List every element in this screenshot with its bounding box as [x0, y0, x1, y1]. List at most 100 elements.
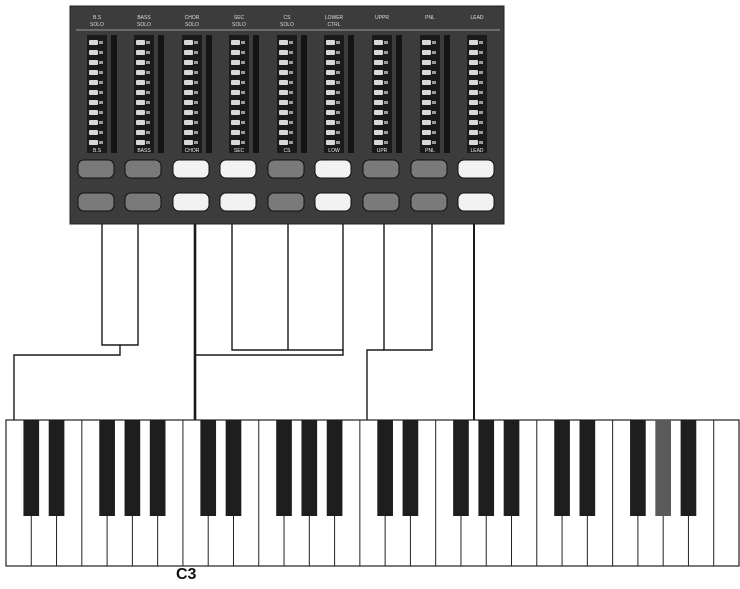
slider-tick	[184, 140, 193, 145]
strip-separator	[158, 35, 164, 153]
slider-tick-mark	[432, 101, 436, 104]
black-key	[200, 420, 217, 516]
slider-tick	[326, 70, 335, 75]
slider-tick-mark	[146, 91, 150, 94]
slider-tick	[326, 140, 335, 145]
panel-strip: PNL PNL	[410, 15, 450, 212]
slider-tick-mark	[336, 131, 340, 134]
slider-tick	[374, 40, 383, 45]
slider-tick-mark	[384, 91, 388, 94]
slider-tick	[89, 40, 98, 45]
strip-separator	[206, 35, 212, 153]
slider-tick	[422, 130, 431, 135]
slider-tick-mark	[432, 121, 436, 124]
slider-tick-mark	[146, 41, 150, 44]
slider-tick	[184, 110, 193, 115]
slider-tick	[89, 100, 98, 105]
led-button-upper	[77, 159, 115, 179]
slider-tick	[231, 90, 240, 95]
c3-note-label: C3	[176, 566, 197, 583]
slider-tick-mark	[432, 111, 436, 114]
slider-tick	[422, 90, 431, 95]
strip-foot-label: CHOR	[185, 148, 200, 154]
slider-tick	[374, 50, 383, 55]
slider-tick-mark	[241, 111, 245, 114]
strip-foot-label: LEAD	[470, 148, 483, 154]
slider-tick	[279, 110, 288, 115]
slider-tick-mark	[289, 51, 293, 54]
strip-separator	[301, 35, 307, 153]
slider-tick-mark	[432, 141, 436, 144]
slider-tick	[422, 50, 431, 55]
strip-top-label: B.S	[93, 15, 102, 21]
slider-tick-mark	[194, 41, 198, 44]
slider-tick-mark	[384, 121, 388, 124]
strip-top-sublabel: CTRL	[327, 22, 340, 28]
slider-tick	[469, 40, 478, 45]
strip-foot-label: B.S	[93, 148, 102, 154]
led-button-upper	[219, 159, 257, 179]
strip-top-sublabel: SOLO	[280, 22, 294, 28]
led-button-lower	[172, 192, 210, 212]
strip-separator	[444, 35, 450, 153]
slider-tick-mark	[432, 61, 436, 64]
strip-top-sublabel: SOLO	[232, 22, 246, 28]
slider-tick	[469, 140, 478, 145]
slider-tick	[469, 120, 478, 125]
slider-tick	[184, 100, 193, 105]
slider-tick	[326, 60, 335, 65]
slider-tick-mark	[99, 71, 103, 74]
slider-tick-mark	[99, 101, 103, 104]
slider-tick	[136, 90, 145, 95]
strip-separator	[396, 35, 402, 153]
slider-tick-mark	[336, 41, 340, 44]
black-key	[478, 420, 495, 516]
slider-tick-mark	[384, 141, 388, 144]
strip-top-label: CS	[284, 15, 292, 21]
slider-tick-mark	[241, 131, 245, 134]
slider-tick-mark	[384, 111, 388, 114]
slider-tick	[326, 40, 335, 45]
slider-tick-mark	[479, 51, 483, 54]
strip-top-sublabel: SOLO	[185, 22, 199, 28]
slider-tick	[279, 80, 288, 85]
slider-tick-mark	[146, 131, 150, 134]
slider-tick-mark	[241, 61, 245, 64]
slider-tick	[184, 130, 193, 135]
slider-tick	[89, 90, 98, 95]
slider-tick	[469, 130, 478, 135]
slider-tick	[374, 100, 383, 105]
slider-tick	[231, 50, 240, 55]
slider-tick	[279, 120, 288, 125]
slider-tick-mark	[432, 91, 436, 94]
slider-tick-mark	[194, 121, 198, 124]
slider-tick	[469, 70, 478, 75]
black-key	[655, 420, 672, 516]
slider-tick-mark	[336, 81, 340, 84]
slider-tick	[374, 60, 383, 65]
wire-group-3-join	[195, 350, 344, 356]
led-button-lower	[314, 192, 352, 212]
slider-tick	[136, 130, 145, 135]
slider-tick-mark	[289, 121, 293, 124]
black-key	[680, 420, 697, 516]
strip-top-label: PNL	[425, 15, 435, 21]
strip-foot-label: SEC	[234, 148, 245, 154]
slider-tick	[89, 60, 98, 65]
strip-foot-label: UPR	[377, 148, 388, 154]
slider-tick	[231, 40, 240, 45]
slider-tick	[422, 70, 431, 75]
slider-tick	[136, 120, 145, 125]
slider-tick-mark	[241, 141, 245, 144]
slider-tick-mark	[479, 81, 483, 84]
slider-tick-mark	[241, 101, 245, 104]
slider-tick	[89, 130, 98, 135]
slider-tick-mark	[146, 71, 150, 74]
strip-top-label: CHOR	[185, 15, 200, 21]
strip-foot-label: PNL	[425, 148, 435, 154]
